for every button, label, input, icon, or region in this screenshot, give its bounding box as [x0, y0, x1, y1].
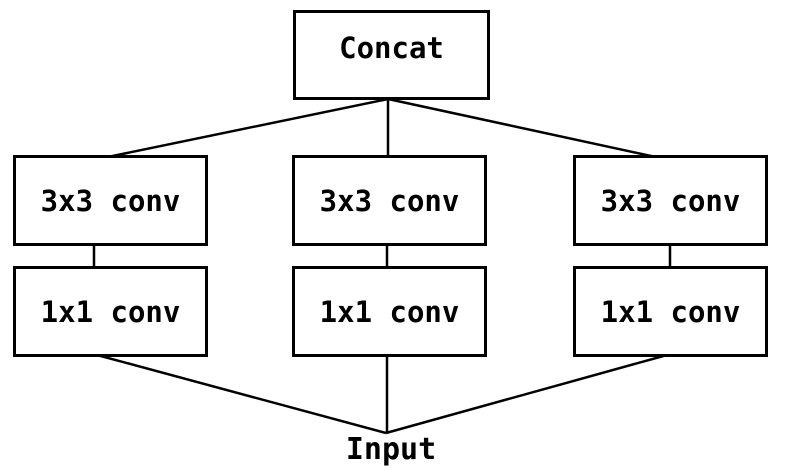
edge-concat-to-branch-right [387, 97, 666, 161]
branch-right-conv1x1-node: 1x1 conv [573, 266, 768, 357]
branch-left-conv1x1-label: 1x1 conv [40, 294, 181, 329]
edge-concat-to-branch-left [102, 97, 389, 160]
branch-right-conv1x1-label: 1x1 conv [600, 294, 741, 329]
branch-right-conv3x3-node: 3x3 conv [573, 155, 768, 246]
edge-branch-left-to-input [96, 353, 387, 435]
branch-left-conv1x1-node: 1x1 conv [13, 266, 208, 357]
branch-middle-conv1x1-label: 1x1 conv [319, 294, 460, 329]
branch-middle-conv1x1-node: 1x1 conv [292, 266, 487, 357]
branch-middle-conv3x3-node: 3x3 conv [292, 155, 487, 246]
branch-middle-conv3x3-label: 3x3 conv [319, 183, 460, 218]
edge-branch-right-to-input [385, 353, 668, 435]
concat-node: Concat [293, 10, 490, 100]
input-label: Input [345, 432, 437, 467]
branch-left-conv3x3-node: 3x3 conv [13, 155, 208, 246]
branch-right-conv3x3-label: 3x3 conv [600, 183, 741, 218]
concat-node-label: Concat [339, 31, 444, 65]
branch-left-conv3x3-label: 3x3 conv [40, 183, 181, 218]
